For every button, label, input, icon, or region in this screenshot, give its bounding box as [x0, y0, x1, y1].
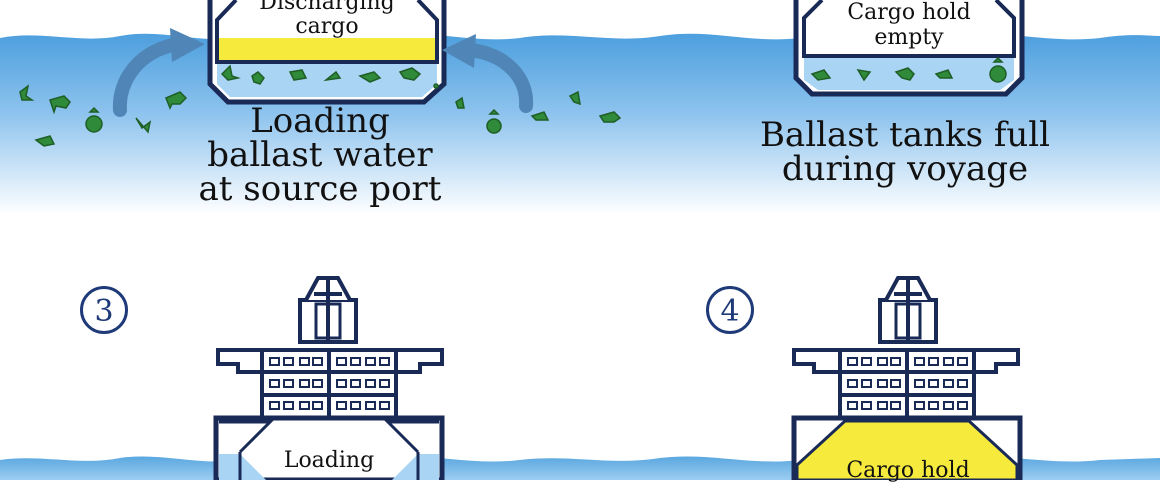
- inflow-arrow-left: [112, 28, 205, 117]
- organisms-panel-1: [19, 64, 622, 147]
- inflow-arrow-right: [442, 34, 534, 113]
- ship-1-hold-label-line2: cargo: [295, 14, 359, 39]
- ship-2-hold-label-line1: Cargo hold: [847, 0, 971, 25]
- ship-4: [791, 276, 1023, 483]
- organisms-panel-2: [810, 56, 1007, 83]
- panel-2-caption-line1: Ballast tanks full: [759, 115, 1051, 155]
- panel-2-caption: Ballast tanks full during voyage: [740, 118, 1070, 186]
- panel-1-caption: Loading ballast water at source port: [170, 104, 470, 206]
- ship-1-hold-label-line1: Discharging: [259, 0, 395, 15]
- ship-2-hold-label: Cargo hold empty: [804, 2, 1014, 49]
- panel-2-caption-line2: during voyage: [781, 149, 1029, 189]
- ship-1-hold-label: Discharging cargo: [217, 0, 437, 38]
- ship-2-hold-label-line2: empty: [874, 25, 944, 50]
- panel-1-caption-line1: Loading: [250, 101, 390, 141]
- panel-1-caption-line3: at source port: [198, 169, 442, 209]
- ship-2: [793, 0, 1025, 97]
- ship-1: [207, 0, 447, 105]
- ship-4-hold-label: Cargo hold: [846, 458, 970, 483]
- step-4-badge: 4: [706, 286, 754, 334]
- panel-1-caption-line2: ballast water: [207, 135, 433, 175]
- ship-3-hold-label: Loading: [283, 448, 375, 473]
- step-3-badge: 3: [80, 286, 128, 334]
